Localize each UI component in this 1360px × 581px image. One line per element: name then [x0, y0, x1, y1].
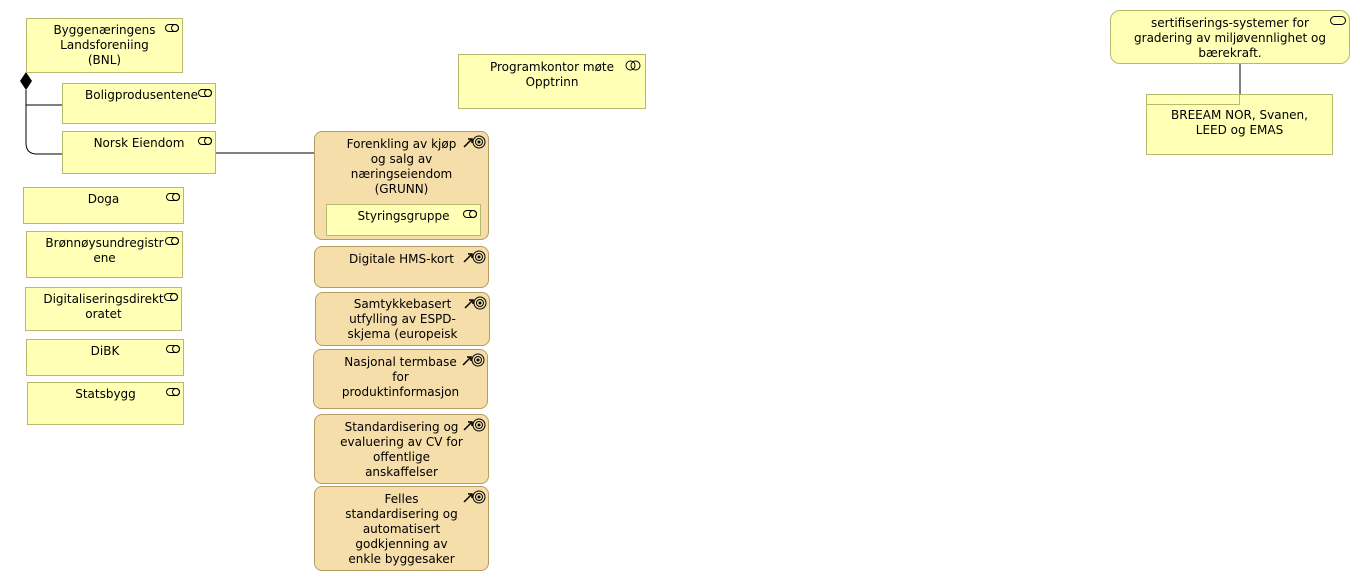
business-role-icon: [463, 210, 477, 218]
business-role-icon: [164, 293, 178, 301]
goal-byggesaker[interactable]: Felles standardisering og automatisert g…: [314, 486, 489, 571]
goal-digitale-hms-kort[interactable]: Digitale HMS-kort: [314, 246, 489, 288]
actor-norsk-eiendom-label: Norsk Eiendom: [93, 136, 185, 150]
actor-bnl[interactable]: Byggenæringens Landsforeniing (BNL): [26, 18, 183, 73]
business-service-icon: [1330, 16, 1346, 25]
composition-diamond: [20, 72, 32, 90]
goal-espd-label: Samtykkebasert utfylling av ESPD-skjema …: [347, 297, 458, 341]
goal-icon: [463, 250, 486, 264]
goal-nasjonal-termbase-label: Nasjonal termbase for produktinformasjon: [341, 355, 460, 399]
business-role-icon: [165, 24, 179, 32]
actor-digdir-label: Digitaliseringsdirektoratet: [43, 292, 164, 321]
actor-boligprodusentene[interactable]: Boligprodusentene: [62, 83, 216, 124]
actor-norsk-eiendom[interactable]: Norsk Eiendom: [62, 131, 216, 174]
collaboration-icon: [625, 60, 641, 71]
goal-cv-standardisering[interactable]: Standardisering og evaluering av CV for …: [314, 414, 489, 484]
actor-dibk[interactable]: DiBK: [26, 339, 184, 376]
actor-doga-label: Doga: [87, 192, 120, 206]
goal-icon: [464, 296, 487, 310]
actor-bronnoysund[interactable]: Brønnøysundregistrene: [26, 231, 183, 278]
business-role-icon: [198, 137, 212, 145]
actor-statsbygg[interactable]: Statsbygg: [27, 382, 184, 425]
business-service-sertifisering[interactable]: sertifiserings-systemer for gradering av…: [1110, 10, 1350, 64]
collaboration-programkontor-label: Programkontor møte Opptrinn: [489, 60, 614, 89]
goal-byggesaker-label: Felles standardisering og automatisert g…: [345, 492, 458, 566]
actor-bnl-label: Byggenæringens Landsforeniing (BNL): [53, 23, 156, 67]
actor-bronnoysund-label: Brønnøysundregistrene: [45, 236, 164, 265]
business-role-icon: [198, 89, 212, 97]
actor-boligprodusentene-label: Boligprodusentene: [85, 88, 199, 102]
goal-espd[interactable]: Samtykkebasert utfylling av ESPD-skjema …: [315, 292, 490, 346]
goal-cv-standardisering-label: Standardisering og evaluering av CV for …: [340, 420, 463, 479]
goal-icon: [463, 135, 486, 149]
goal-icon: [463, 490, 486, 504]
business-role-icon: [166, 345, 180, 353]
goal-grunn-label: Forenkling av kjøp og salg av næringseie…: [346, 137, 457, 196]
composition-branch-norsk-eiendom: [25, 142, 62, 155]
actor-styringsgruppe-label: Styringsgruppe: [357, 209, 450, 223]
actor-statsbygg-label: Statsbygg: [75, 387, 136, 401]
actor-digdir[interactable]: Digitaliseringsdirektoratet: [25, 287, 182, 331]
goal-icon: [463, 418, 486, 432]
actor-dibk-label: DiBK: [90, 344, 120, 358]
business-service-label: sertifiserings-systemer for gradering av…: [1134, 16, 1326, 60]
actor-doga[interactable]: Doga: [23, 187, 184, 224]
business-role-icon: [166, 193, 180, 201]
actor-styringsgruppe[interactable]: Styringsgruppe: [326, 204, 481, 236]
goal-grunn[interactable]: Forenkling av kjøp og salg av næringseie…: [314, 131, 489, 240]
goal-nasjonal-termbase[interactable]: Nasjonal termbase for produktinformasjon: [313, 349, 488, 409]
business-object-header: [1147, 95, 1240, 105]
collaboration-programkontor[interactable]: Programkontor møte Opptrinn: [458, 54, 646, 109]
goal-icon: [462, 353, 485, 367]
business-role-icon: [165, 237, 179, 245]
business-object-breeam[interactable]: BREEAM NOR, Svanen, LEED og EMAS: [1146, 94, 1333, 155]
business-object-label: BREEAM NOR, Svanen, LEED og EMAS: [1171, 108, 1308, 137]
business-role-icon: [166, 388, 180, 396]
goal-digitale-hms-kort-label: Digitale HMS-kort: [349, 252, 454, 266]
